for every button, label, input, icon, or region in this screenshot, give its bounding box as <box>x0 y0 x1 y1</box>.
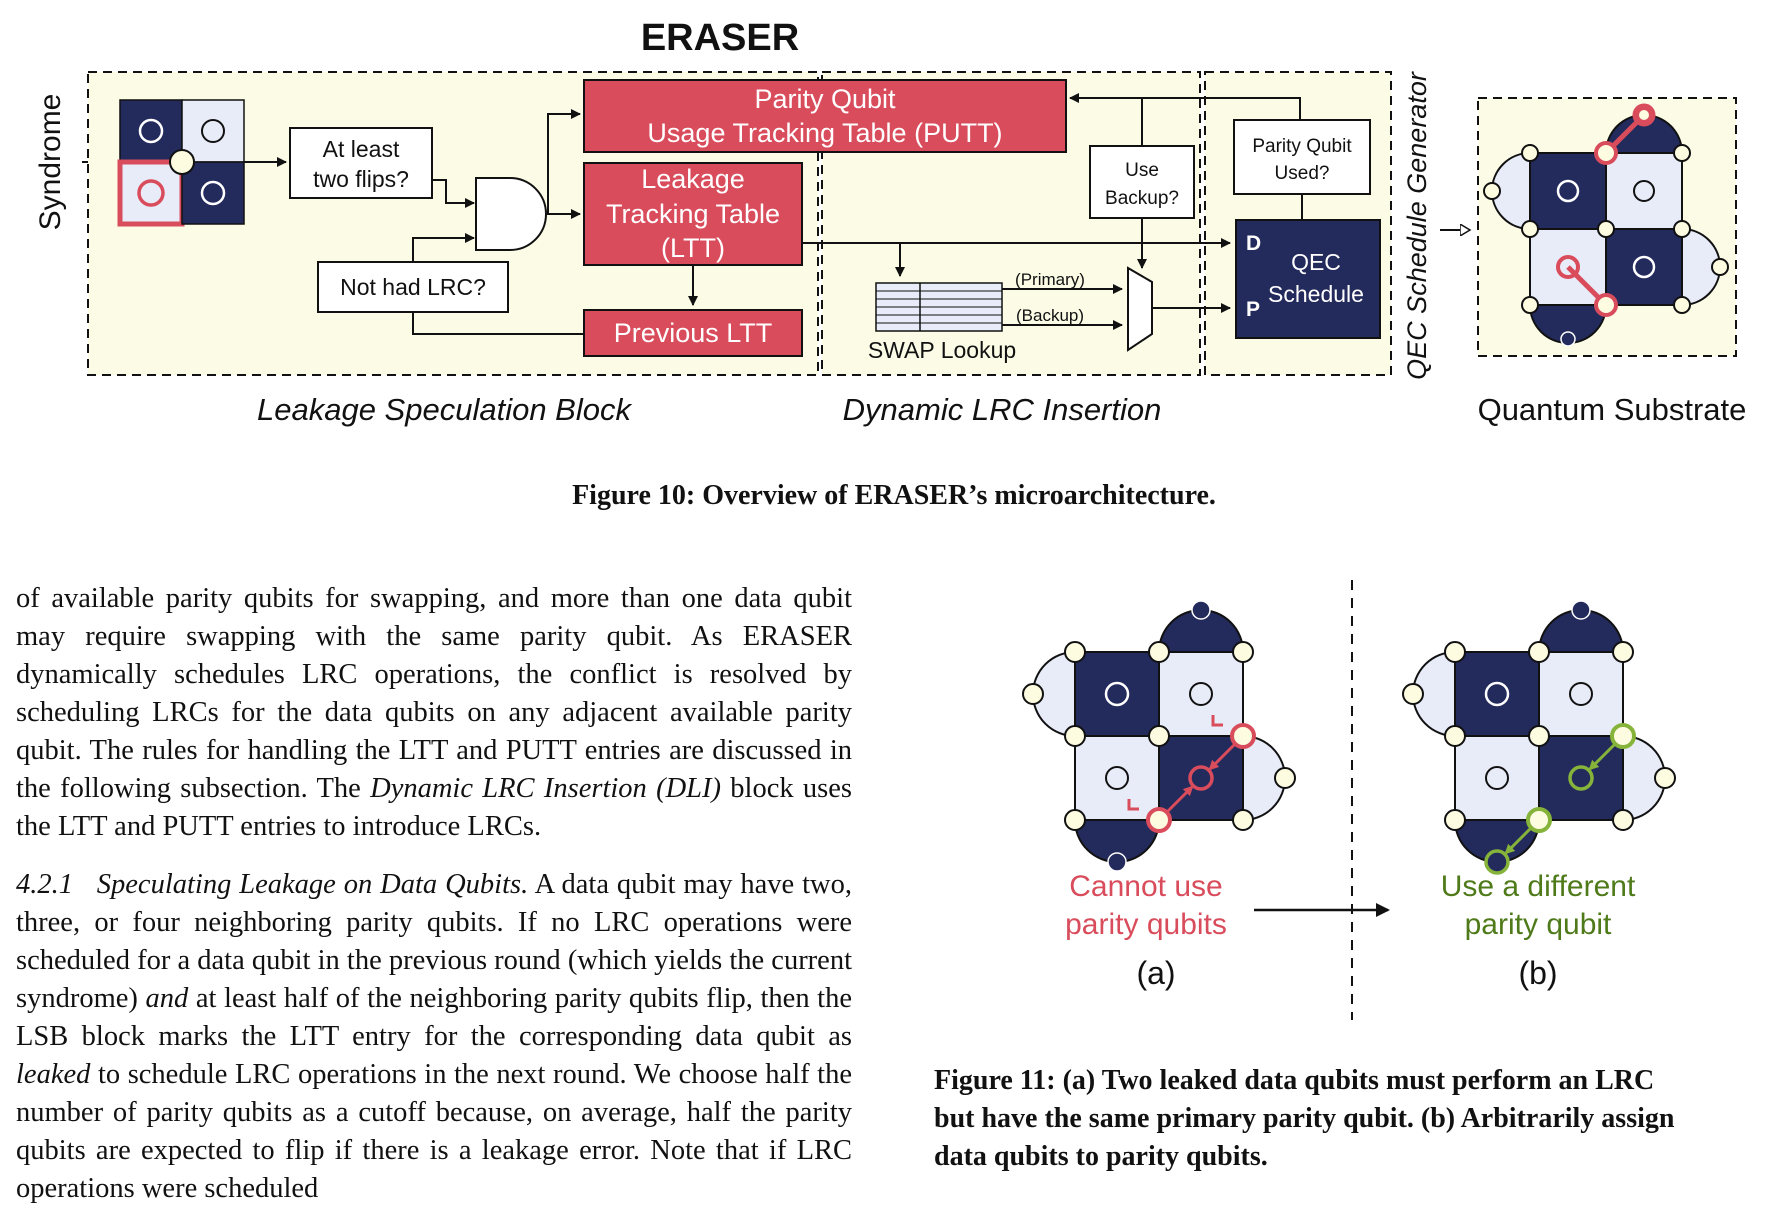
cannot-use-line1: Cannot use <box>1069 870 1222 903</box>
putt-box <box>583 79 1067 153</box>
substrate-lattice <box>1483 103 1729 347</box>
parity-qubit-used-line2: Used? <box>1275 163 1330 184</box>
section-title: Speculating Leakage on Data Qubits. <box>96 869 529 900</box>
cannot-use-line2: parity qubits <box>1065 908 1227 941</box>
putt-line2: Usage Tracking Table (PUTT) <box>647 118 1002 148</box>
and-gate <box>475 177 547 251</box>
use-backup-line2: Backup? <box>1105 188 1179 209</box>
not-had-lrc-label: Not had LRC? <box>340 274 486 300</box>
syndrome-lattice <box>117 99 245 227</box>
syndrome-label: Syndrome <box>34 94 67 231</box>
figure-11-caption-line1: Figure 11: (a) Two leaked data qubits mu… <box>934 1065 1655 1096</box>
paragraph-2: 4.2.1 Speculating Leakage on Data Qubits… <box>16 869 852 1204</box>
port-p-label: P <box>1246 298 1260 321</box>
previous-ltt-label: Previous LTT <box>614 318 773 348</box>
swap-lookup-table <box>875 282 1003 332</box>
ltt-line1: Leakage <box>641 164 745 194</box>
at-least-two-flips-line2: two flips? <box>313 166 409 192</box>
figure-11-caption-line3: data qubits to parity qubits. <box>934 1141 1268 1172</box>
primary-label: (Primary) <box>1015 270 1085 289</box>
figure-10: ERASER Syndrome At least two flips? Not … <box>34 17 1747 427</box>
figure-10-caption: Figure 10: Overview of ERASER’s microarc… <box>572 480 1216 511</box>
use-backup-line1: Use <box>1125 160 1159 181</box>
ltt-line2: Tracking Table <box>606 199 780 229</box>
figure-11-caption: Figure 11: (a) Two leaked data qubits mu… <box>934 1062 1786 1176</box>
parity-qubit-used-line1: Parity Qubit <box>1252 136 1352 157</box>
panel-a-label: (a) <box>1136 955 1175 991</box>
lattice-a <box>1022 600 1296 872</box>
lattice-b <box>1402 600 1676 875</box>
swap-lookup-label: SWAP Lookup <box>868 337 1016 363</box>
body-text: of available parity qubits for swapping,… <box>16 580 852 1208</box>
panel-b-label: (b) <box>1518 955 1557 991</box>
ltt-box <box>583 162 803 266</box>
figure-11-caption-line2: but have the same primary parity qubit. … <box>934 1103 1675 1134</box>
qec-schedule-box <box>1235 219 1381 339</box>
figure-11: Cannot use parity qubits (a) Use a diffe… <box>1022 580 1676 1020</box>
qec-schedule-line1: QEC <box>1291 249 1341 275</box>
backup-label: (Backup) <box>1016 306 1084 325</box>
qec-schedule-generator-label: QEC Schedule Generator <box>1402 71 1432 380</box>
eraser-title: ERASER <box>641 17 799 59</box>
putt-line1: Parity Qubit <box>754 84 896 114</box>
previous-ltt-box <box>583 309 803 357</box>
section-number: 4.2.1 <box>16 869 73 900</box>
leakage-speculation-label: Leakage Speculation Block <box>257 392 632 427</box>
quantum-substrate-label: Quantum Substrate <box>1478 392 1747 427</box>
ltt-line3: (LTT) <box>661 233 725 263</box>
port-d-label: D <box>1246 232 1261 255</box>
at-least-two-flips-box <box>289 127 433 199</box>
parity-qubit-used-box <box>1233 119 1371 195</box>
at-least-two-flips-line1: At least <box>323 136 400 162</box>
qec-schedule-line2: Schedule <box>1268 281 1364 307</box>
not-had-lrc-box <box>317 261 509 313</box>
use-different-line1: Use a different <box>1441 870 1636 903</box>
use-different-line2: parity qubit <box>1465 908 1612 941</box>
mux <box>1127 266 1153 352</box>
paragraph-1: of available parity qubits for swapping,… <box>16 583 852 842</box>
dynamic-lrc-label: Dynamic LRC Insertion <box>843 392 1162 427</box>
